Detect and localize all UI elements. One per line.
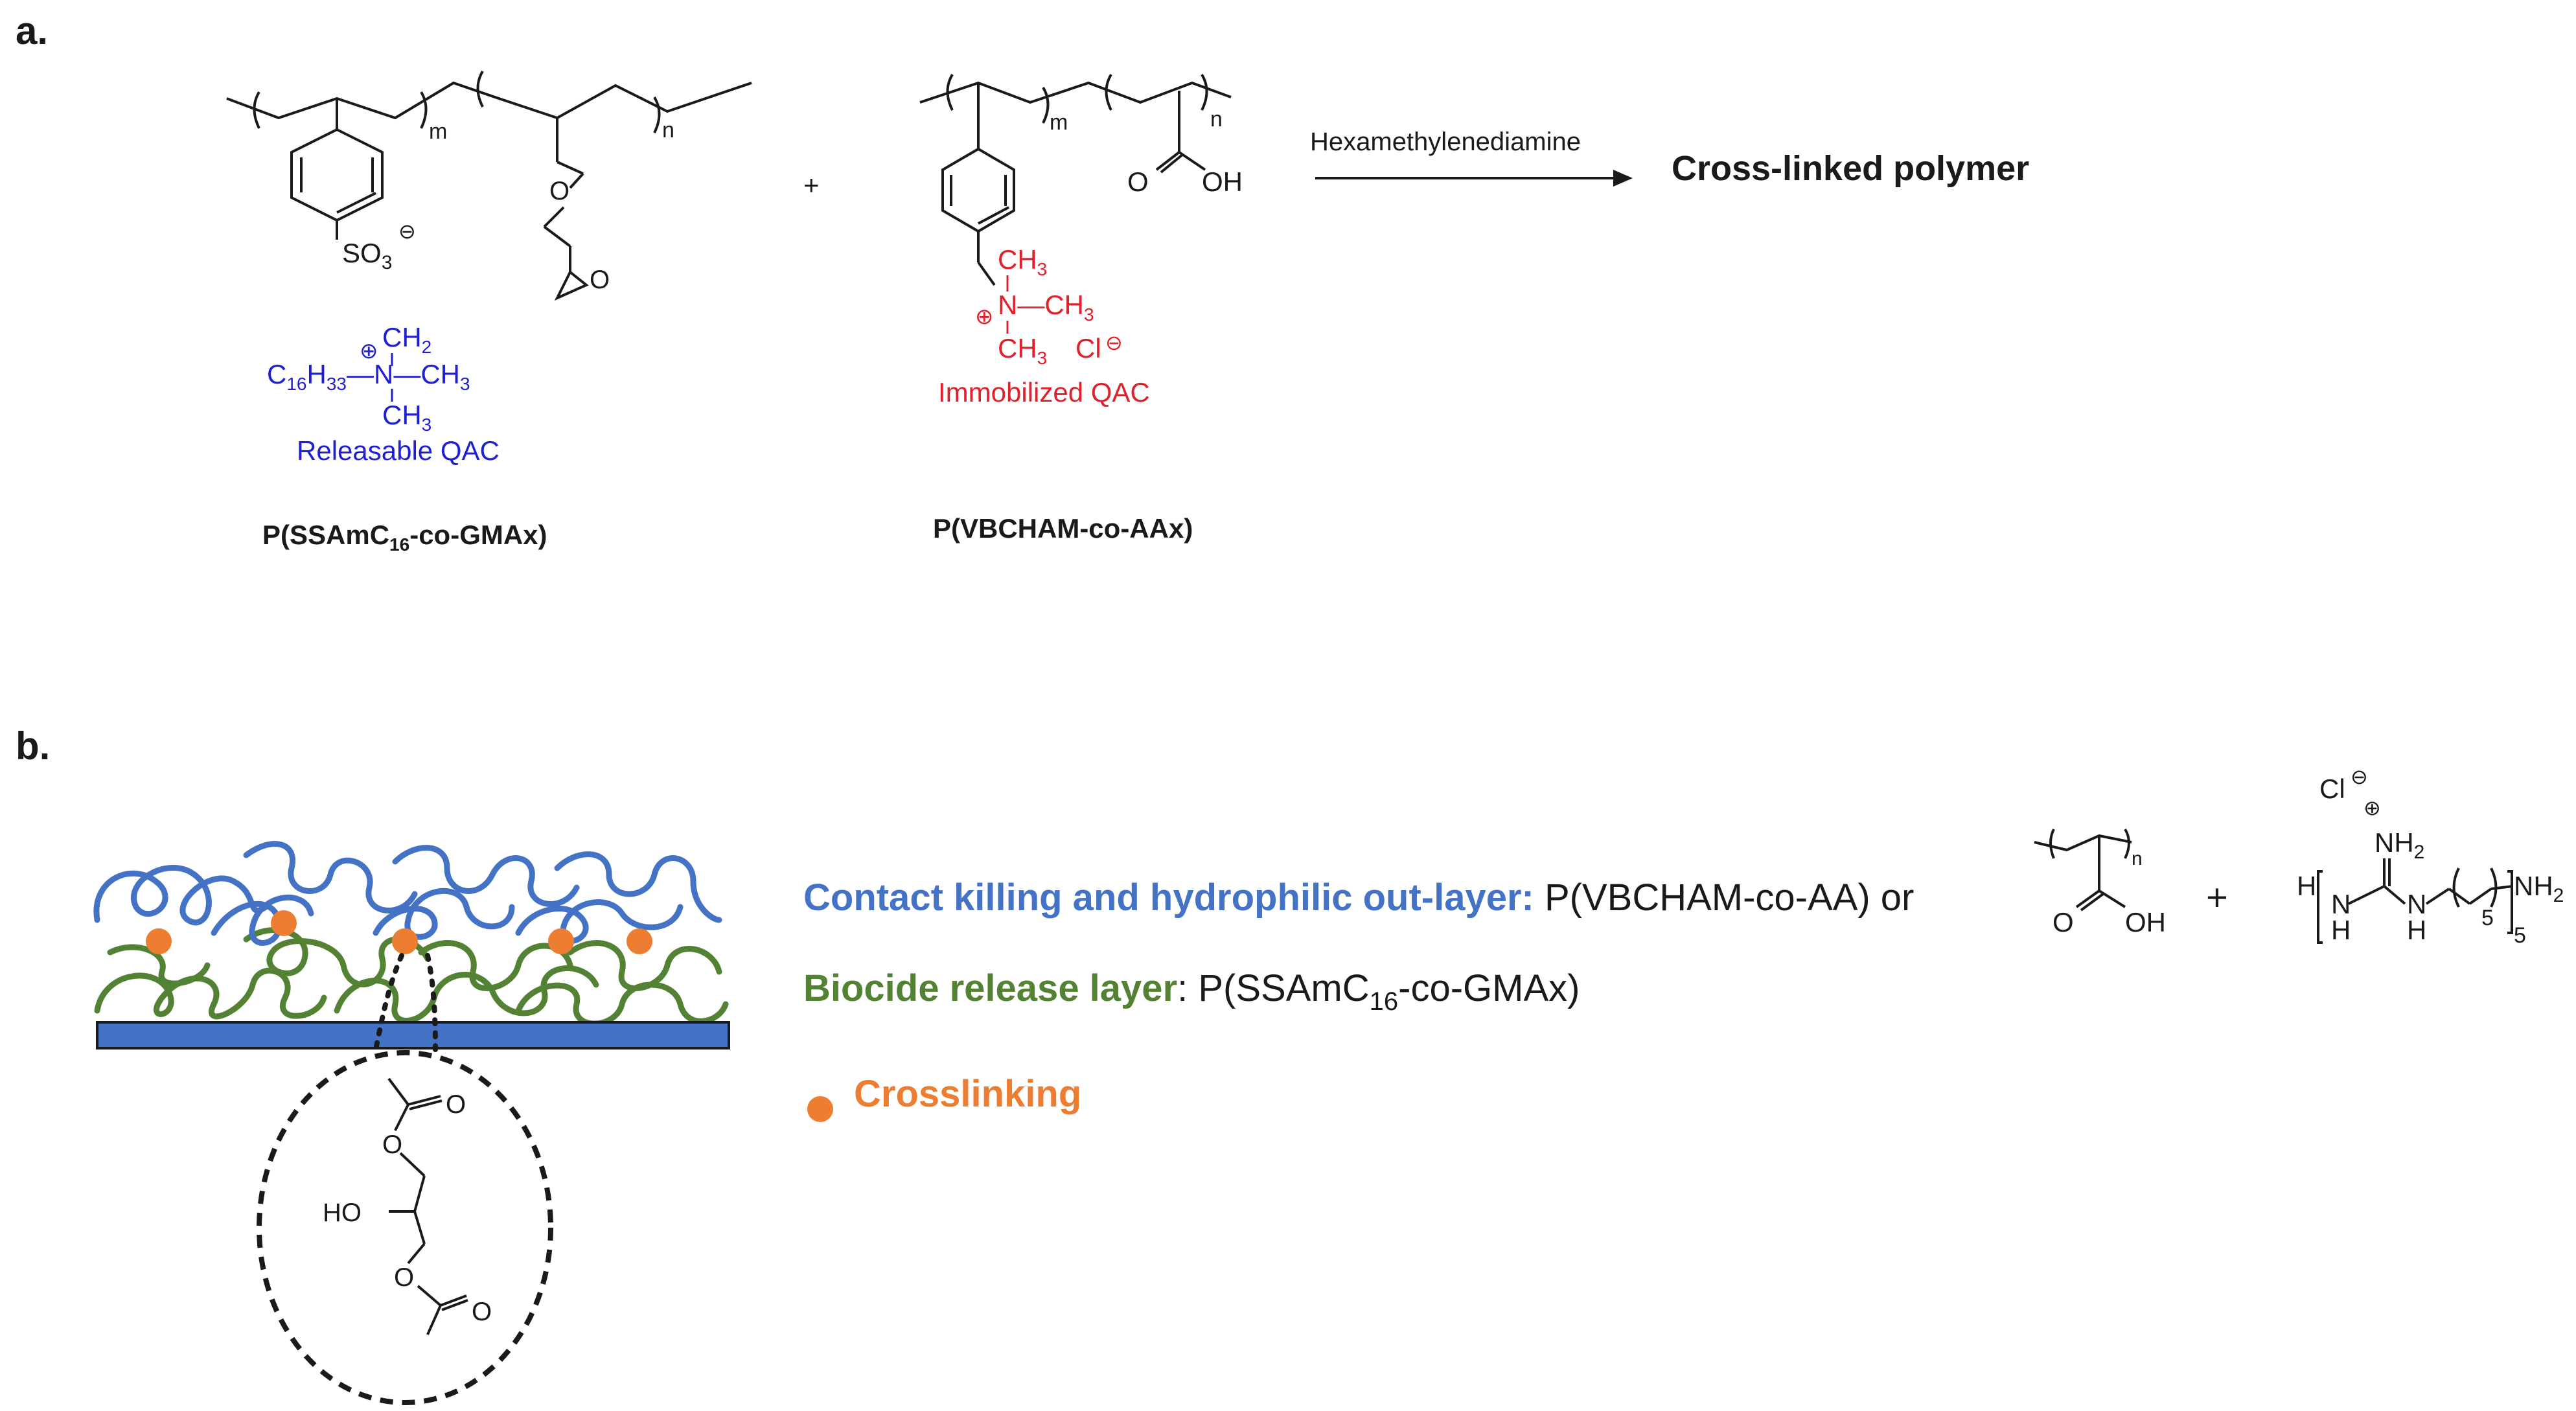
substrate-bar [96, 1021, 730, 1050]
zoom-ho: HO [323, 1199, 362, 1227]
iqac-cl-minus: ⊖ [1105, 331, 1123, 354]
zoom-o1: O [446, 1090, 466, 1119]
panel-a-plus: + [803, 170, 820, 200]
iqac-cl: Cl [1075, 333, 1101, 363]
polymer1-bracket-m-left [253, 91, 260, 129]
releasable-qac-label: Releasable QAC [297, 435, 500, 466]
paa-structure [2034, 828, 2132, 912]
polymer1-bracket-n-left [476, 70, 484, 108]
polymer1-name: P(SSAmC16-co-GMAx) [262, 520, 547, 555]
polymer1-ether-o: O [549, 177, 569, 205]
polymer1-epoxide-ring [554, 270, 589, 301]
release-layer-coils [94, 927, 729, 1027]
polymer1-so3-minus: ⊖ [398, 220, 416, 243]
phmg-cl-minus: ⊖ [2351, 765, 2368, 788]
iqac-ch3-bottom: CH3 [998, 333, 1047, 368]
polymer2-bracket-n-right [1201, 73, 1208, 111]
iqac-n-ch3: N—CH3 [998, 290, 1094, 325]
polymer1-benzene [290, 128, 384, 222]
release-layer-legend: Biocide release layer: P(SSAmC16-co-GMAx… [803, 967, 1580, 1016]
panel-b-label: b. [16, 724, 50, 768]
polymer1-backbone [226, 81, 752, 120]
reaction-product: Cross-linked polymer [1672, 149, 2029, 188]
qac-ch3-bottom: CH3 [382, 400, 431, 435]
polymer2-structure [919, 73, 1232, 286]
immobilized-qac-label: Immobilized QAC [938, 377, 1150, 407]
reaction-reagent: Hexamethylenediamine [1310, 128, 1581, 156]
polymer1-structure [226, 70, 752, 301]
polymer2-backbone [919, 81, 1232, 104]
outer-layer-legend: Contact killing and hydrophilic out-laye… [803, 877, 1914, 919]
polymer2-sub-m: m [1050, 110, 1068, 135]
polymer1-sub-m: m [429, 119, 447, 144]
phmg-h1: H [2331, 915, 2351, 945]
phmg-h2: H [2407, 915, 2426, 945]
polymer1-epoxide-o: O [590, 266, 610, 294]
polymer2-name: P(VBCHAM-co-AAx) [933, 513, 1193, 544]
zoom-callout [257, 953, 553, 1405]
polymer2-sub-n: n [1210, 107, 1223, 132]
polymer1-bracket-m-right [420, 91, 428, 129]
phmg-cl: Cl [2319, 774, 2345, 804]
phmg-nh2-right: NH2 [2514, 871, 2564, 906]
polymer1-so3: SO3 [342, 238, 392, 273]
release-layer-title: Biocide release layer [803, 967, 1177, 1009]
phmg-nh2-top: NH2 [2375, 827, 2424, 863]
qac-ch2: CH2 [382, 322, 431, 357]
immobilized-qac: CH3 ⊕ N—CH3 CH3 Cl ⊖ Immobilized QAC [938, 244, 1150, 407]
polymer2-bracket-n-left [1105, 73, 1112, 111]
paa-oh: OH [2125, 907, 2166, 937]
crosslink-dot [392, 928, 418, 954]
panel-b-plus: + [2206, 877, 2228, 919]
phmg-h-left: H [2297, 871, 2316, 901]
iqac-plus: ⊕ [975, 304, 994, 329]
phmg-inner-sub: 5 [2481, 906, 2494, 930]
polymer1-sub-n: n [662, 118, 674, 143]
releasable-qac: ⊕ CH2 C16H33—N—CH3 CH3 Releasable QAC [267, 322, 500, 466]
polymer1-bracket-n-right [653, 96, 661, 133]
qac-plus: ⊕ [360, 339, 378, 363]
polymer2-benzene [941, 147, 1015, 233]
zoom-o3: O [394, 1263, 414, 1292]
crosslink-dots [146, 910, 652, 954]
zoom-structure [387, 1077, 468, 1335]
outer-layer-title: Contact killing and hydrophilic out-laye… [803, 877, 1534, 919]
polymer2-cooh-oh: OH [1202, 166, 1243, 197]
phmg-n2: N [2407, 889, 2426, 919]
zoom-o4: O [472, 1298, 492, 1326]
outer-layer-rest: P(VBCHAM-co-AA) or [1534, 877, 1915, 919]
crosslinking-legend: Crosslinking [854, 1073, 1081, 1115]
reaction-arrowhead [1613, 170, 1633, 187]
iqac-ch3-top: CH3 [998, 244, 1047, 279]
qac-c16h33: C16H33—N—CH3 [267, 359, 470, 394]
crosslink-dot [548, 928, 574, 954]
phmg-plus: ⊕ [2363, 796, 2381, 820]
crosslink-dot [627, 928, 652, 954]
zoom-o2: O [382, 1130, 402, 1159]
polymer2-bracket-m-left [946, 73, 954, 111]
phmg-bonds [2317, 858, 2513, 944]
crosslink-dot [271, 910, 297, 936]
outer-layer-coils [93, 841, 722, 946]
paa-o: O [2053, 907, 2074, 937]
phmg-outer-sub: 5 [2514, 923, 2526, 948]
crosslinking-legend-dot [807, 1096, 833, 1122]
polymer2-cooh-o: O [1127, 166, 1149, 197]
panel-a-label: a. [16, 9, 48, 52]
paa-n: n [2132, 848, 2143, 869]
zoom-ellipse [257, 1050, 553, 1405]
phmg-n1: N [2331, 889, 2351, 919]
polymer2-bracket-m-right [1042, 86, 1050, 124]
crosslink-dot [146, 928, 172, 954]
